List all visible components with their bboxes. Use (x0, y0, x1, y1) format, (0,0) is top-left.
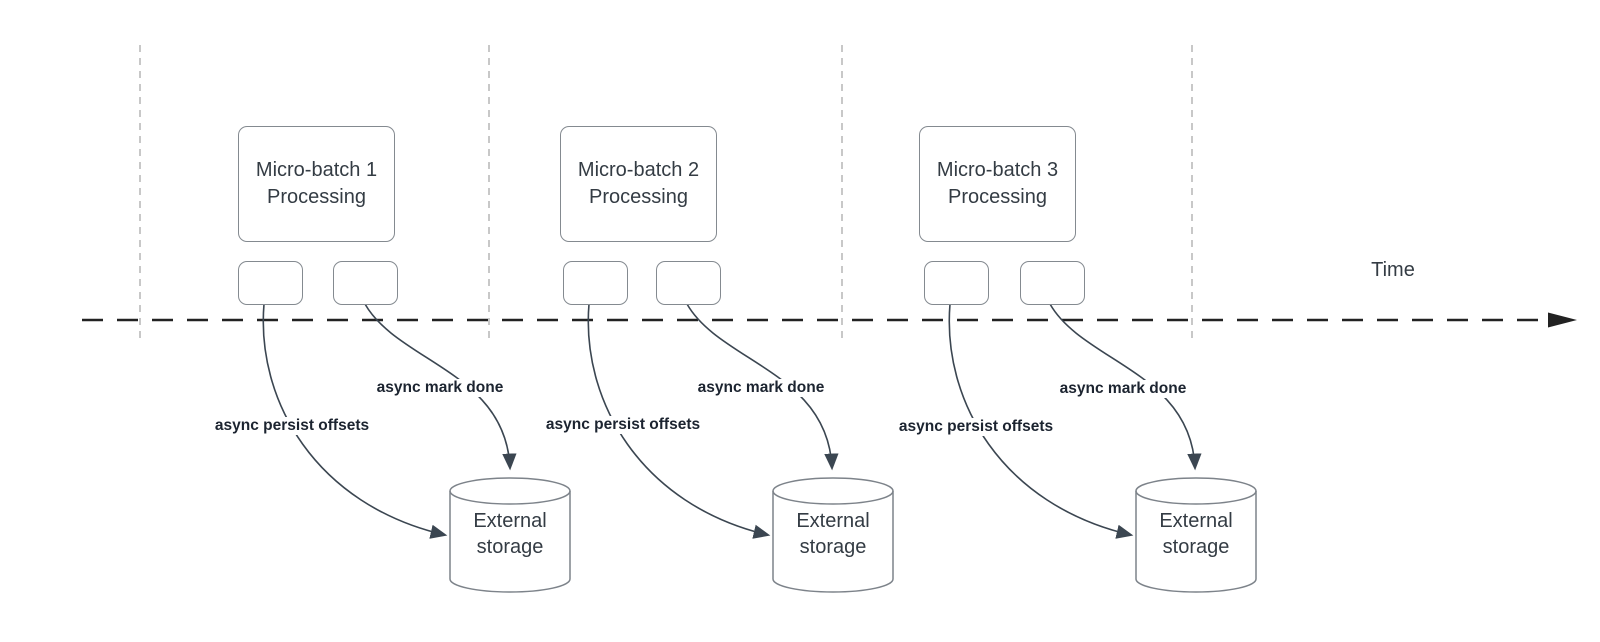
micro-batch-1-processing-box: Micro-batch 1 Processing (238, 126, 395, 242)
mark-done-task-box-3 (1020, 261, 1085, 305)
persist-offsets-task-box-3 (924, 261, 989, 305)
mark-done-arrow-1 (364, 303, 517, 471)
persist-offsets-task-box-1 (238, 261, 303, 305)
external-storage-label-2: External storage (773, 508, 893, 560)
external-storage-cylinder-3 (1135, 477, 1257, 593)
mark-done-label-2: async mark done (684, 379, 838, 397)
time-axis-arrowhead-icon (1548, 312, 1577, 328)
mark-done-arrow-3 (1049, 303, 1202, 471)
persist-offsets-arrow-3 (948, 303, 1134, 539)
mark-done-task-box-2 (656, 261, 721, 305)
external-storage-label-1-line1: External (473, 510, 547, 532)
persist-offsets-label-1: async persist offsets (200, 417, 384, 435)
mark-done-arrow-2 (686, 303, 839, 471)
time-axis-label: Time (1371, 259, 1415, 281)
micro-batch-1-subtitle: Processing (267, 186, 366, 208)
persist-offsets-task-box-2 (563, 261, 628, 305)
persist-offsets-arrow-2 (587, 303, 771, 539)
external-storage-label-2-line1: External (796, 510, 870, 532)
micro-batch-2-title: Micro-batch 2 (577, 159, 700, 181)
micro-batch-3-processing-box: Micro-batch 3 Processing (919, 126, 1076, 242)
persist-offsets-arrow-1 (262, 303, 448, 539)
external-storage-label-1-line2: storage (476, 536, 544, 558)
micro-batch-2-processing-box: Micro-batch 2 Processing (560, 126, 717, 242)
mark-done-label-3: async mark done (1046, 380, 1200, 398)
persist-offsets-label-2: async persist offsets (531, 416, 715, 434)
external-storage-label-3-line2: storage (1162, 536, 1230, 558)
micro-batch-3-title: Micro-batch 3 (936, 159, 1059, 181)
mark-done-label-1: async mark done (363, 379, 517, 397)
micro-batch-3-subtitle: Processing (948, 186, 1047, 208)
external-storage-label-1: External storage (450, 508, 570, 560)
mark-done-task-box-1 (333, 261, 398, 305)
external-storage-cylinder-2 (772, 477, 894, 593)
external-storage-label-3: External storage (1136, 508, 1256, 560)
micro-batch-2-subtitle: Processing (589, 186, 688, 208)
external-storage-label-3-line1: External (1159, 510, 1233, 532)
persist-offsets-label-3: async persist offsets (884, 418, 1068, 436)
external-storage-label-2-line2: storage (799, 536, 867, 558)
micro-batch-1-title: Micro-batch 1 (255, 159, 378, 181)
external-storage-cylinder-1 (449, 477, 571, 593)
